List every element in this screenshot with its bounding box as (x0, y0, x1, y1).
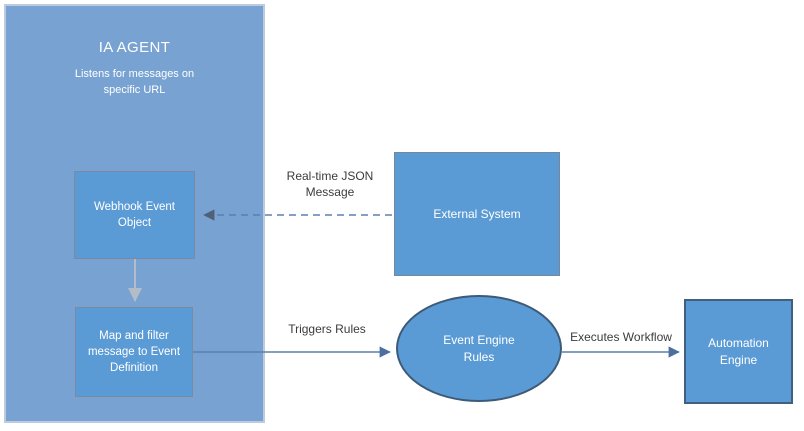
node-webhook-event-object-label: Webhook Event Object (94, 200, 175, 229)
node-event-engine-rules: Event Engine Rules (396, 295, 562, 402)
node-automation-engine-label: Automation Engine (708, 335, 769, 367)
label-realtime-json-message: Real-time JSON Message (286, 169, 374, 200)
ia-agent-subtitle: Listens for messages on specific URL (74, 68, 195, 96)
node-webhook-event-object: Webhook Event Object (74, 171, 195, 259)
node-map-and-filter: Map and filter message to Event Definiti… (75, 307, 193, 397)
label-executes-workflow: Executes Workflow (570, 330, 672, 344)
node-event-engine-rules-label: Event Engine Rules (443, 332, 515, 364)
node-map-and-filter-label: Map and filter message to Event Definiti… (87, 329, 181, 375)
node-automation-engine: Automation Engine (684, 299, 793, 404)
node-external-system: External System (394, 152, 560, 276)
ia-agent-title: IA AGENT (98, 39, 171, 56)
label-triggers-rules: Triggers Rules (288, 322, 366, 336)
node-external-system-label: External System (433, 206, 521, 221)
